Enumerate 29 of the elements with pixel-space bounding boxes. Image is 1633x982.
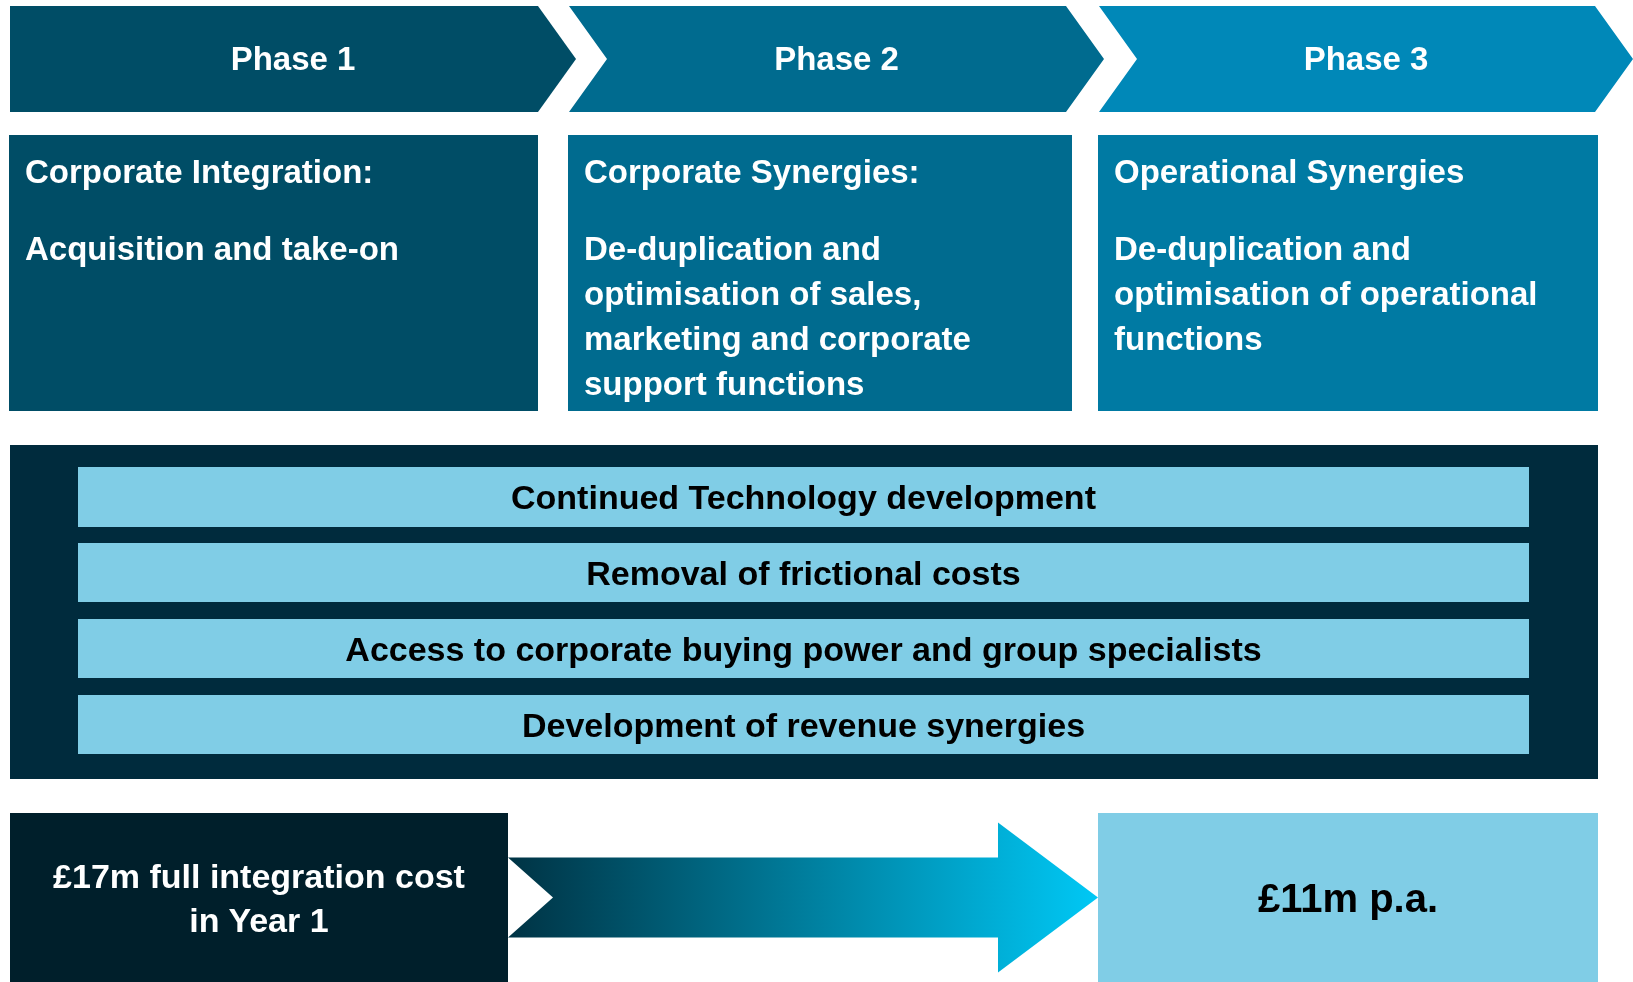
- initiative-bar: [78, 695, 1529, 754]
- card-heading: Corporate Synergies:: [584, 152, 921, 192]
- phase-header: [569, 6, 1104, 112]
- phase-title: Phase 2: [774, 40, 899, 78]
- initiative-bar: [78, 543, 1529, 602]
- initiative-text: Removal of frictional costs: [586, 552, 1021, 594]
- phase-description-card: [1098, 135, 1598, 411]
- initiative-bar: [78, 619, 1529, 678]
- block-arrow: [508, 822, 1098, 973]
- savings-text: £11m p.a.: [1257, 875, 1439, 920]
- phase-title: Phase 3: [1303, 40, 1429, 78]
- cost-box: [10, 813, 508, 982]
- phase-description-card: [568, 135, 1072, 411]
- initiative-text: Development of revenue synergies: [521, 704, 1086, 746]
- cost-text: £17m full integration cost in Year 1: [52, 855, 466, 941]
- card-body: Acquisition and take-on: [25, 229, 401, 269]
- initiative-bar: [78, 467, 1529, 527]
- phase-title: Phase 1: [230, 40, 356, 78]
- initiative-text: Continued Technology development: [511, 477, 1096, 518]
- card-body: De-duplication and optimisation of sales, marketing and corporate support functions: [584, 229, 972, 404]
- phase-header: [1099, 6, 1633, 112]
- card-heading: Operational Synergies: [1114, 152, 1466, 192]
- initiative-text: Access to corporate buying power and group specialists: [345, 628, 1262, 670]
- phase-header: [10, 6, 576, 112]
- phase-description-card: [9, 135, 538, 411]
- card-body: De-duplication and optimisation of operational functions: [1114, 229, 1538, 359]
- initiatives-panel: [10, 445, 1598, 779]
- card-heading: Corporate Integration:: [25, 152, 375, 192]
- savings-box: [1098, 813, 1598, 982]
